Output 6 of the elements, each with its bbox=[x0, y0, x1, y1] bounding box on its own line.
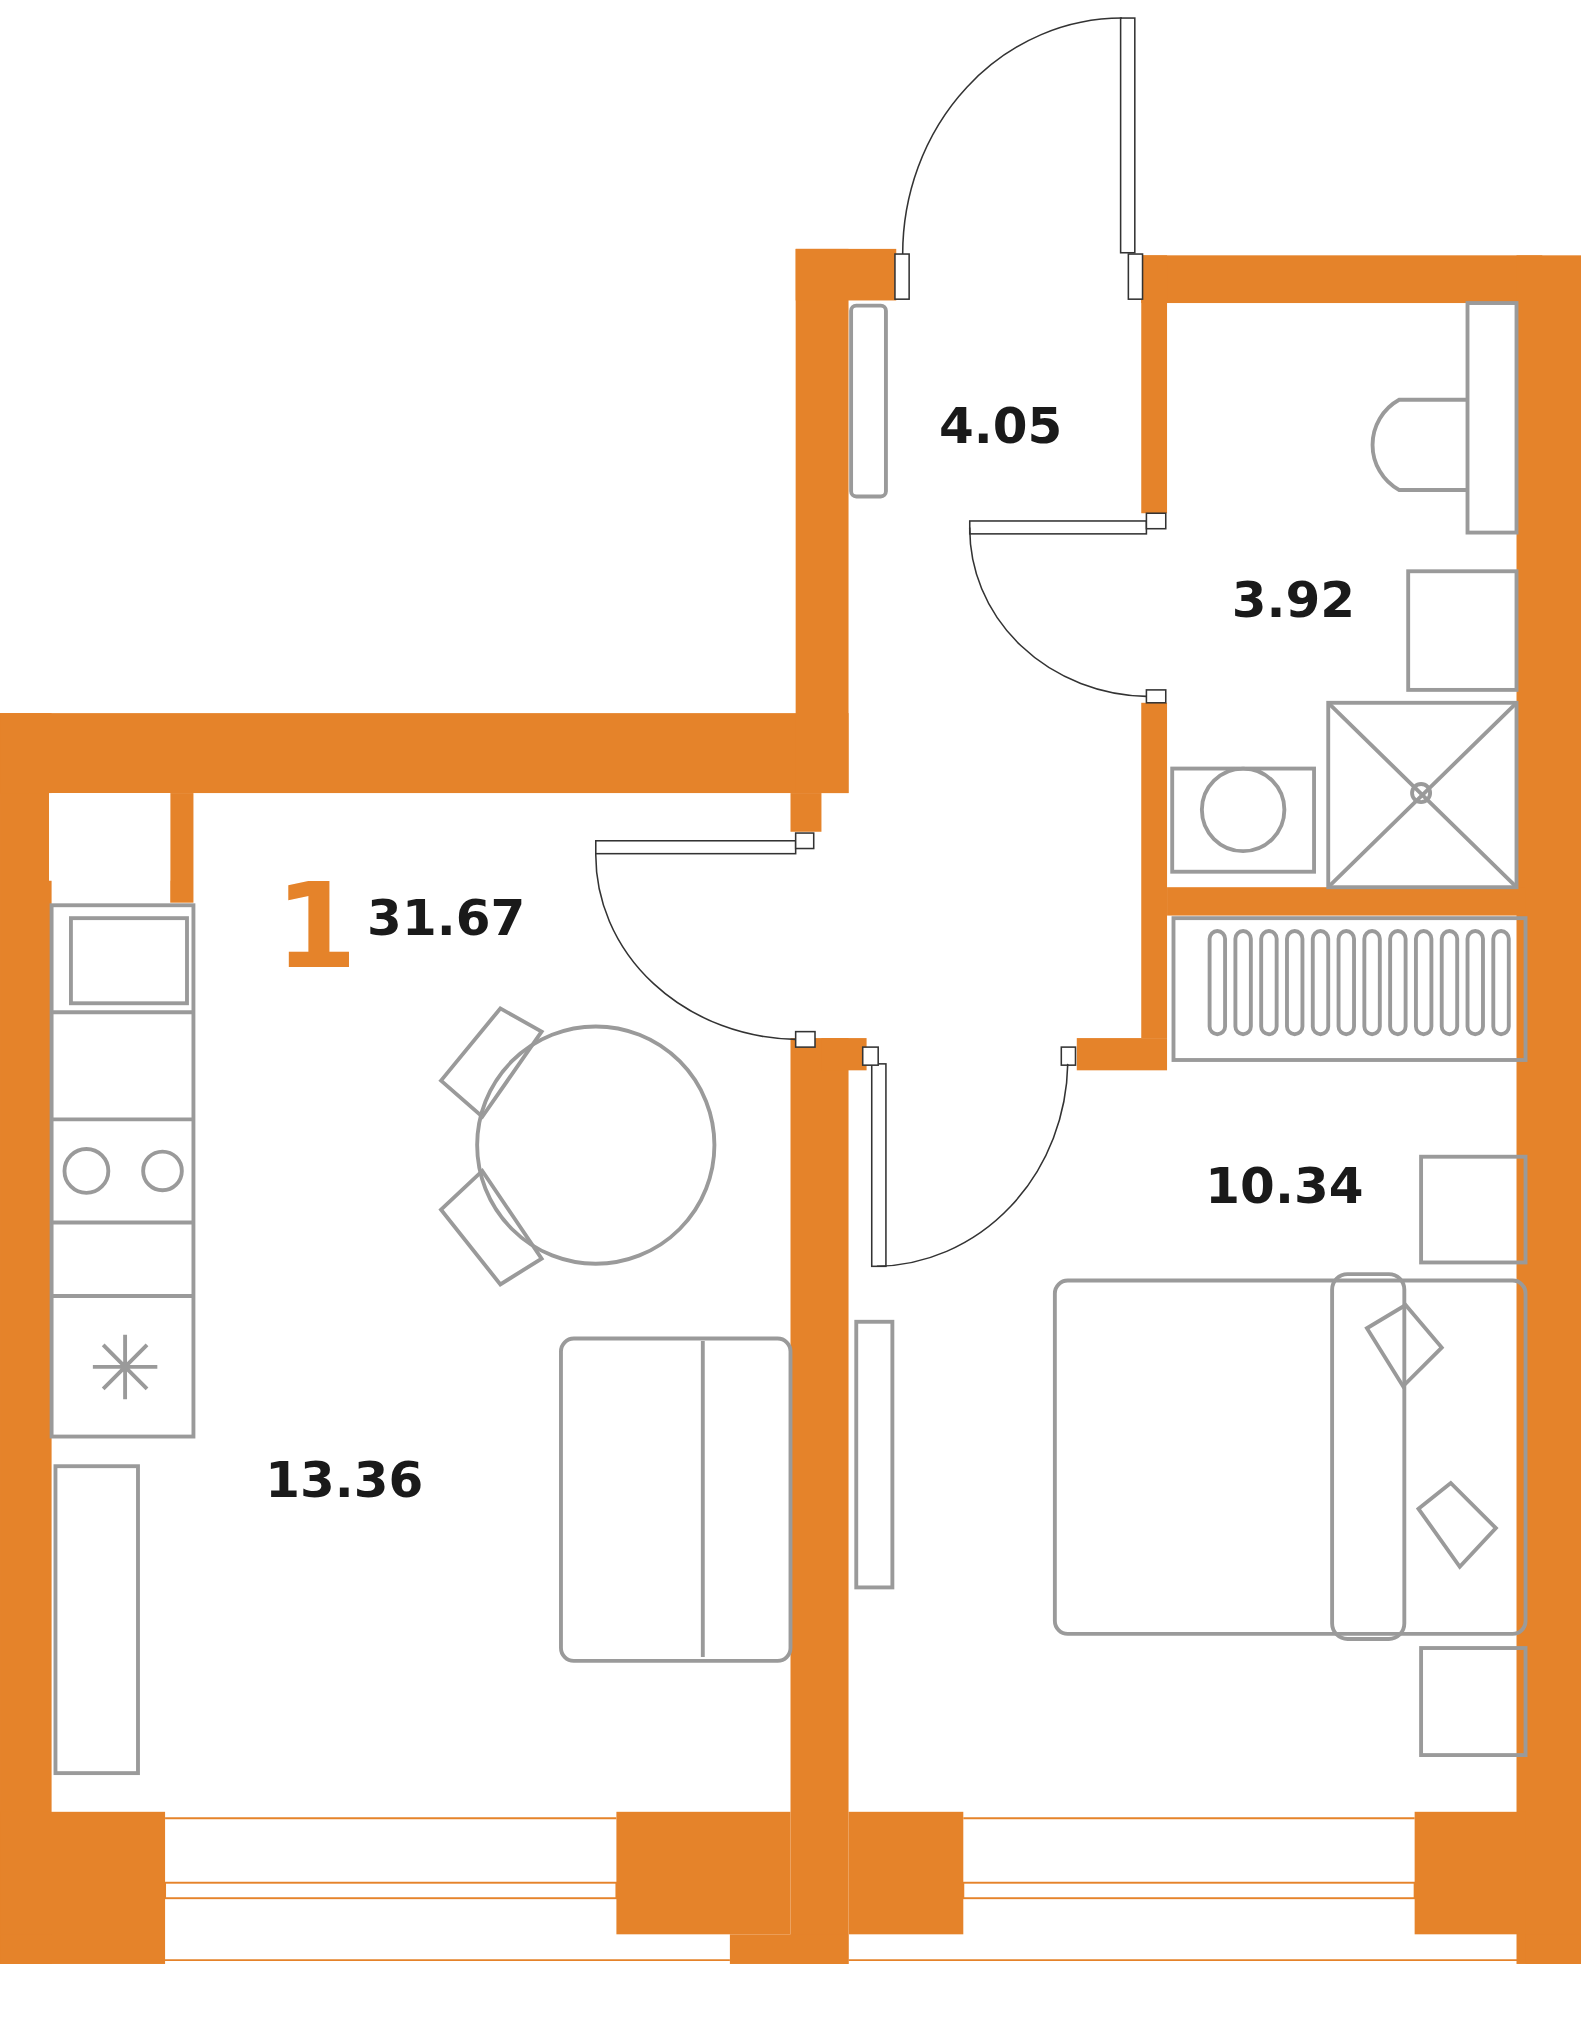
area-value: 13.36 bbox=[265, 1455, 424, 1506]
area-value: 10.34 bbox=[1205, 1161, 1364, 1212]
area-value: 31.67 bbox=[367, 893, 526, 944]
area-value: 3.92 bbox=[1231, 574, 1356, 625]
room-count: 1 bbox=[274, 866, 357, 985]
area-value: 4.05 bbox=[939, 400, 1063, 451]
